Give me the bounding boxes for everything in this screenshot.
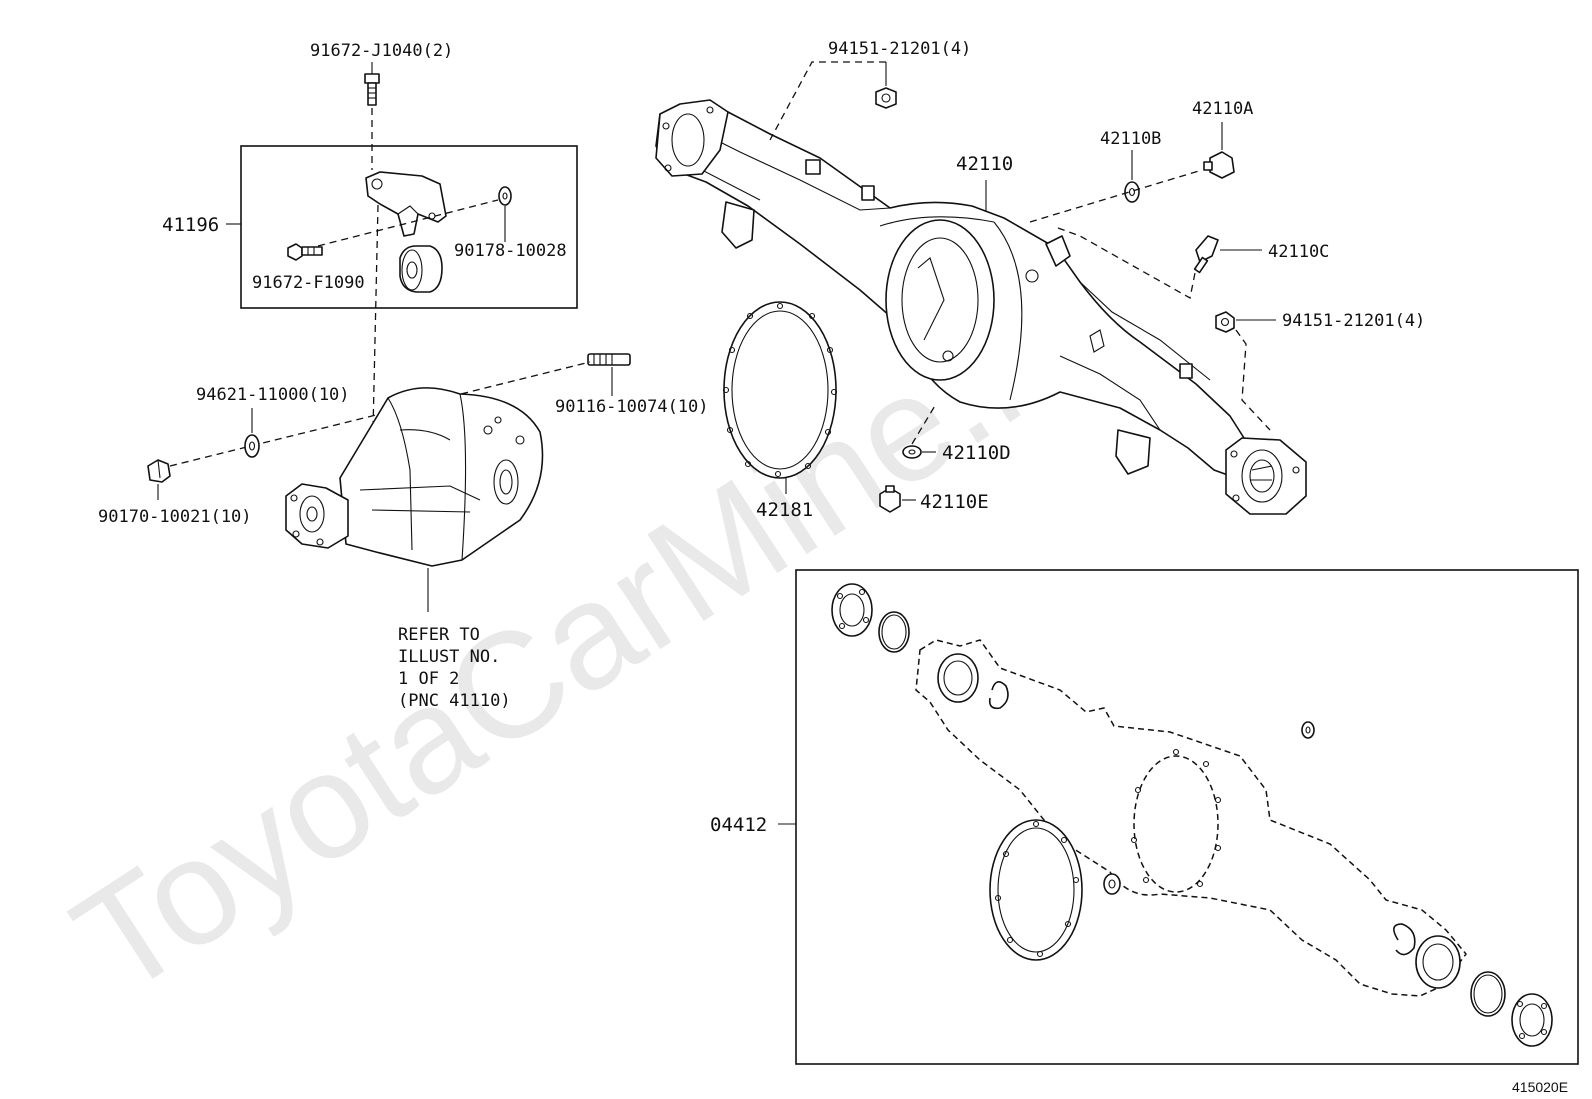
nut-94151-top-icon xyxy=(875,87,897,109)
plug-42110e-icon xyxy=(879,485,901,513)
label-94151-21201-right[interactable]: 94151-21201(4) xyxy=(1282,311,1425,331)
refer-text-line1[interactable]: REFER TO xyxy=(398,625,480,645)
assembly-line-94151-right xyxy=(1235,329,1271,431)
axle-housing-icon xyxy=(655,99,1307,515)
bolt-91672-j1040-icon xyxy=(364,73,380,106)
label-42110c[interactable]: 42110C xyxy=(1268,242,1329,262)
assembly-line-94151-top xyxy=(769,61,886,141)
label-91672-f1090[interactable]: 91672-F1090 xyxy=(252,273,365,293)
label-90116-10074[interactable]: 90116-10074(10) xyxy=(555,397,709,417)
bracket-icon xyxy=(365,171,447,237)
nut-94151-right-icon xyxy=(1215,311,1235,333)
refer-text-line2[interactable]: ILLUST NO. xyxy=(398,647,500,667)
label-90170-10021[interactable]: 90170-10021(10) xyxy=(98,507,252,527)
assembly-line-center xyxy=(371,204,379,476)
label-42181[interactable]: 42181 xyxy=(756,499,813,521)
figure-code: 415020E xyxy=(1512,1079,1568,1095)
group-box-41196 xyxy=(240,145,578,309)
stud-90116-10074-icon xyxy=(587,353,631,366)
bushing-icon xyxy=(399,245,443,293)
gasket-42181-icon xyxy=(722,301,838,479)
bolt-91672-f1090-icon xyxy=(287,243,323,261)
label-91672-j1040[interactable]: 91672-J1040(2) xyxy=(310,41,453,61)
refer-text-line3[interactable]: 1 OF 2 xyxy=(398,669,459,689)
washer-90178-icon xyxy=(498,186,512,206)
label-41196[interactable]: 41196 xyxy=(162,214,219,236)
refer-text-line4[interactable]: (PNC 41110) xyxy=(398,691,511,711)
washer-94621-icon xyxy=(244,434,260,458)
label-42110a[interactable]: 42110A xyxy=(1192,99,1253,119)
washer-42110d-icon xyxy=(902,445,922,459)
assembly-line-42110d xyxy=(911,403,937,445)
label-42110[interactable]: 42110 xyxy=(956,153,1013,175)
washer-42110b-icon xyxy=(1124,181,1140,203)
label-94621-11000[interactable]: 94621-11000(10) xyxy=(196,385,350,405)
plug-42110a-icon xyxy=(1203,151,1235,179)
label-04412[interactable]: 04412 xyxy=(710,814,767,836)
differential-carrier-icon xyxy=(285,387,544,567)
label-90178-10028[interactable]: 90178-10028 xyxy=(454,241,567,261)
assembly-line-plug xyxy=(1029,169,1203,223)
label-42110d[interactable]: 42110D xyxy=(942,442,1011,464)
breather-42110c-icon xyxy=(1193,235,1219,274)
label-42110b[interactable]: 42110B xyxy=(1100,129,1161,149)
group-box-04412 xyxy=(795,569,1579,1065)
gasket-kit-items-icon xyxy=(831,583,1553,1047)
label-42110e[interactable]: 42110E xyxy=(920,491,989,513)
assembly-line-breather xyxy=(1057,227,1197,300)
label-94151-21201-top[interactable]: 94151-21201(4) xyxy=(828,39,971,59)
assembly-line-bracket xyxy=(317,199,499,247)
nut-90170-icon xyxy=(147,459,171,483)
